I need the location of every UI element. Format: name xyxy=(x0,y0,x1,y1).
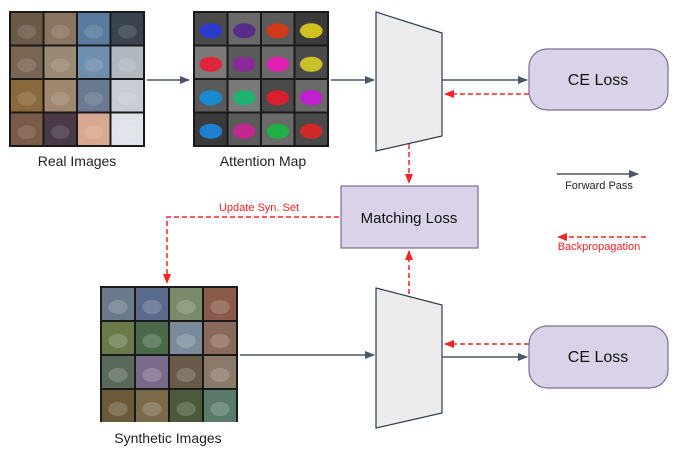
syn-image-tile xyxy=(170,390,202,422)
syn-image-tile xyxy=(170,322,202,354)
syn-image-content xyxy=(108,367,128,383)
real-image-content xyxy=(17,125,37,140)
real-image-content xyxy=(117,58,137,73)
syn-image-content xyxy=(108,401,128,417)
attention-blob xyxy=(299,123,323,139)
real-image-tile xyxy=(111,113,143,145)
real-image-tile xyxy=(78,80,110,112)
real-image-tile xyxy=(11,13,43,45)
backprop-arrow-update-syn-set xyxy=(163,216,339,284)
real-image-content xyxy=(50,91,70,106)
syn-image-tile xyxy=(204,288,236,320)
syn-image-tile xyxy=(102,356,134,388)
syn-image-tile xyxy=(204,356,236,388)
real-image-tile xyxy=(44,80,76,112)
real-image-content xyxy=(17,91,37,106)
attention-blob xyxy=(232,123,256,139)
syn-image-content xyxy=(210,333,230,349)
update-syn-set-label: Update Syn. Set xyxy=(219,202,299,214)
real-image-tile xyxy=(11,80,43,112)
syn-image-tile xyxy=(102,390,134,422)
real-image-tile xyxy=(44,46,76,78)
attention-blob xyxy=(266,56,290,72)
real-image-content xyxy=(84,91,104,106)
real-image-content xyxy=(17,58,37,73)
real-image-content xyxy=(117,91,137,106)
syn-image-content xyxy=(108,299,128,315)
syn-image-tile xyxy=(102,288,134,320)
real-image-tile xyxy=(111,13,143,45)
syn-image-content xyxy=(108,333,128,349)
network-bottom xyxy=(375,287,443,429)
real-image-content xyxy=(84,58,104,73)
real-images-label: Real Images xyxy=(38,153,117,169)
syn-image-tile xyxy=(136,288,168,320)
real-image-content xyxy=(17,24,37,39)
syn-image-tile xyxy=(204,390,236,422)
attention-map-grid xyxy=(193,11,329,147)
real-image-content xyxy=(50,58,70,73)
real-image-tile xyxy=(11,46,43,78)
syn-image-content xyxy=(142,367,162,383)
real-image-content xyxy=(117,24,137,39)
matching-loss-box xyxy=(340,185,479,249)
attention-blob xyxy=(266,23,290,39)
real-images-grid xyxy=(9,11,145,147)
attention-blob xyxy=(199,123,223,139)
attention-blob xyxy=(232,23,256,39)
real-image-tile xyxy=(44,13,76,45)
syn-image-tile xyxy=(136,322,168,354)
attention-blob xyxy=(266,123,290,139)
syn-image-content xyxy=(142,401,162,417)
attention-map-label: Attention Map xyxy=(220,153,307,169)
attention-blob xyxy=(266,90,290,106)
network-top xyxy=(375,11,443,152)
real-image-tile xyxy=(78,46,110,78)
syn-image-tile xyxy=(170,288,202,320)
attention-blob xyxy=(199,56,223,72)
syn-image-tile xyxy=(136,356,168,388)
syn-image-content xyxy=(176,299,196,315)
syn-image-tile xyxy=(204,322,236,354)
real-image-tile xyxy=(11,113,43,145)
attention-blob xyxy=(199,90,223,106)
real-image-tile xyxy=(78,113,110,145)
syn-image-content xyxy=(210,299,230,315)
syn-image-content xyxy=(142,299,162,315)
attention-blob xyxy=(299,23,323,39)
matching-loss-label: Matching Loss xyxy=(361,210,458,227)
syn-image-content xyxy=(176,367,196,383)
real-image-tile xyxy=(78,13,110,45)
ce-loss-bottom-label: CE Loss xyxy=(568,349,628,366)
syn-image-tile xyxy=(102,322,134,354)
real-image-content xyxy=(50,24,70,39)
real-image-tile xyxy=(44,113,76,145)
real-image-tile xyxy=(111,46,143,78)
synthetic-images-label: Synthetic Images xyxy=(114,430,221,446)
syn-image-content xyxy=(176,333,196,349)
syn-image-content xyxy=(210,401,230,417)
ce-loss-bottom-box xyxy=(528,325,669,389)
attention-blob xyxy=(232,56,256,72)
real-image-content xyxy=(117,125,137,140)
real-image-content xyxy=(50,125,70,140)
syn-image-tile xyxy=(170,356,202,388)
attention-blob xyxy=(199,23,223,39)
legend-forward-pass-label: Forward Pass xyxy=(565,180,633,192)
ce-loss-top-box xyxy=(528,48,669,111)
real-image-content xyxy=(84,24,104,39)
syn-image-tile xyxy=(136,390,168,422)
syn-image-content xyxy=(142,333,162,349)
real-image-tile xyxy=(111,80,143,112)
real-image-content xyxy=(84,125,104,140)
attention-blob xyxy=(232,90,256,106)
attention-blob xyxy=(299,56,323,72)
synthetic-images-grid xyxy=(100,286,238,422)
ce-loss-top-label: CE Loss xyxy=(568,72,628,89)
syn-image-content xyxy=(210,367,230,383)
legend-backpropagation-label: Backpropagation xyxy=(558,241,641,253)
syn-image-content xyxy=(176,401,196,417)
attention-blob xyxy=(299,90,323,106)
